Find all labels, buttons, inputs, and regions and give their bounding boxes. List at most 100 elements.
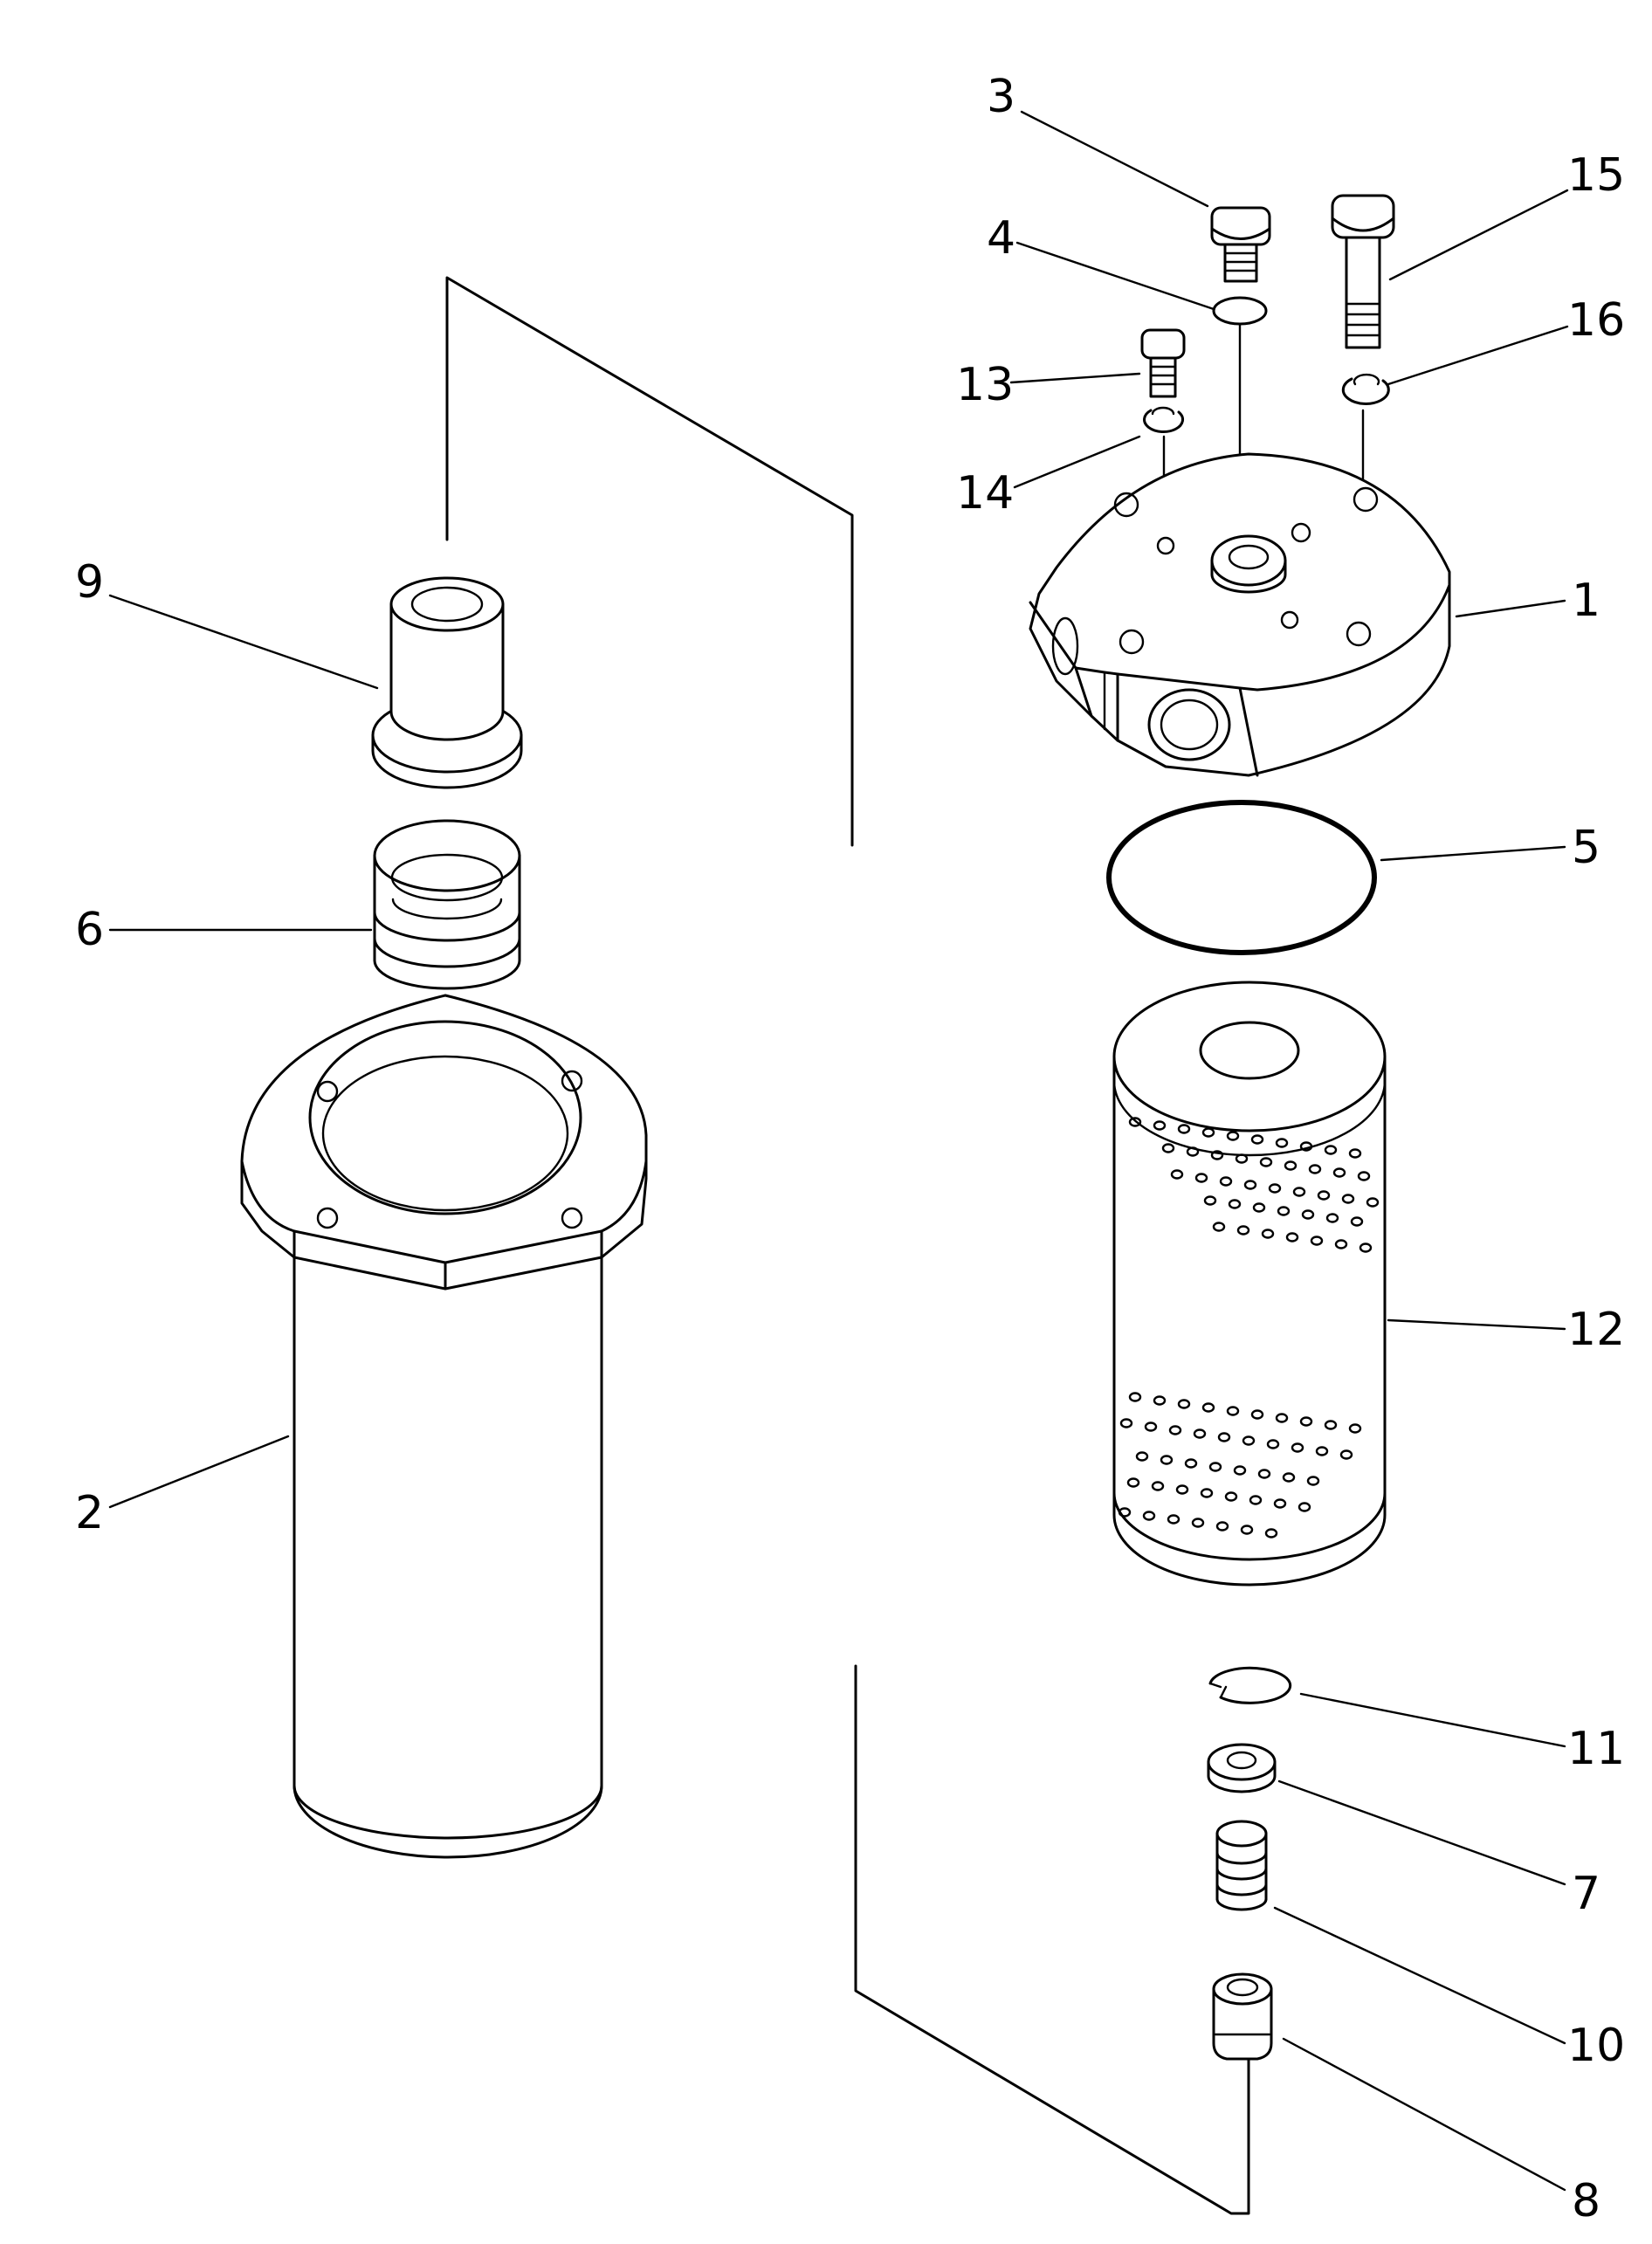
perforation-hole (1250, 1409, 1264, 1420)
perforation-hole (1160, 1455, 1174, 1465)
callout-3: 3 (987, 71, 1015, 123)
perforation-hole (1184, 1458, 1198, 1469)
perforation-hole (1212, 1222, 1226, 1232)
part-3-bolt (1210, 206, 1271, 283)
perforation-hole (1226, 1131, 1240, 1141)
perforation-hole (1350, 1216, 1364, 1227)
perforation-hole (1142, 1511, 1156, 1521)
part-10-spring (1215, 1820, 1268, 1911)
perforation-hole (1233, 1465, 1247, 1476)
perforation-hole (1359, 1242, 1373, 1253)
perforation-hole (1201, 1127, 1215, 1138)
callout-10: 10 (1567, 2020, 1625, 2072)
callout-12: 12 (1567, 1304, 1625, 1356)
perforation-hole (1282, 1472, 1296, 1483)
callout-1: 1 (1572, 575, 1600, 627)
part-5-o-ring (1106, 800, 1377, 955)
perforation-hole (1200, 1488, 1214, 1498)
perforation-hole (1285, 1232, 1299, 1242)
perforation-hole (1275, 1413, 1289, 1423)
leader-lines (108, 110, 1569, 2192)
perforation-hole (1299, 1141, 1313, 1152)
perforation-hole (1215, 1521, 1229, 1532)
callout-9: 9 (75, 556, 104, 609)
perforation-hole (1324, 1420, 1338, 1430)
perforation-hole (1126, 1477, 1140, 1488)
perforation-hole (1348, 1423, 1362, 1434)
perforation-hole (1324, 1145, 1338, 1155)
part-8-plug (1212, 1972, 1273, 2061)
perforation-hole (1275, 1138, 1289, 1148)
perforation-hole (1228, 1199, 1242, 1209)
callout-15: 15 (1567, 149, 1625, 202)
perforation-hole (1266, 1439, 1280, 1449)
perforation-hole (1264, 1528, 1278, 1538)
perforations-bottom (1118, 1392, 1362, 1538)
perforation-hole (1144, 1421, 1158, 1432)
perforation-hole (1243, 1180, 1257, 1190)
perforation-hole (1249, 1495, 1263, 1505)
perforation-hole (1242, 1435, 1256, 1446)
perforation-hole (1186, 1146, 1200, 1157)
perforation-hole (1167, 1514, 1180, 1525)
perforation-hole (1177, 1124, 1191, 1134)
perforation-hole (1208, 1462, 1222, 1472)
callout-16: 16 (1567, 294, 1625, 347)
callout-labels: 1 2 3 4 5 6 7 8 9 10 11 12 13 14 15 16 (75, 71, 1625, 2227)
perforation-hole (1177, 1399, 1191, 1409)
perforation-hole (1317, 1190, 1331, 1201)
perforation-hole (1193, 1428, 1207, 1439)
perforation-hole (1151, 1481, 1165, 1491)
assembly-bracket-lower (854, 1664, 1250, 2215)
perforation-hole (1128, 1117, 1142, 1127)
part-7-washer (1207, 1743, 1277, 1793)
perforation-hole (1348, 1148, 1362, 1159)
callout-5: 5 (1572, 822, 1600, 874)
perforation-hole (1153, 1120, 1167, 1131)
perforation-hole (1284, 1160, 1298, 1171)
perforation-hole (1201, 1402, 1215, 1413)
perforation-hole (1203, 1195, 1217, 1206)
perforation-hole (1175, 1484, 1189, 1495)
perforation-hole (1315, 1446, 1329, 1456)
part-12-filter-element (1112, 981, 1387, 1587)
perforation-hole (1277, 1206, 1291, 1216)
callout-2: 2 (75, 1487, 104, 1539)
part-15-bolt (1331, 194, 1395, 349)
perforation-hole (1135, 1451, 1149, 1462)
perforation-hole (1191, 1518, 1205, 1528)
perforation-hole (1128, 1392, 1142, 1402)
perforation-hole (1357, 1171, 1371, 1181)
perforation-hole (1194, 1173, 1208, 1183)
perforation-hole (1257, 1469, 1271, 1479)
perforation-hole (1325, 1213, 1339, 1223)
perforation-hole (1299, 1416, 1313, 1427)
perforation-hole (1341, 1194, 1355, 1204)
callout-13: 13 (956, 359, 1014, 411)
part-13-bolt (1140, 328, 1186, 398)
part-6-spring (373, 819, 521, 990)
perforation-hole (1219, 1176, 1233, 1187)
part-9-sleeve (371, 576, 523, 789)
callout-7: 7 (1572, 1868, 1600, 1920)
perforation-hole (1273, 1498, 1287, 1509)
part-2-filter-case (240, 994, 648, 1859)
perforation-hole (1268, 1183, 1282, 1194)
perforation-hole (1259, 1157, 1273, 1167)
perforation-hole (1339, 1449, 1353, 1460)
perforations-top (1128, 1117, 1380, 1253)
perforation-hole (1334, 1239, 1348, 1249)
perforation-hole (1168, 1425, 1182, 1435)
perforation-hole (1210, 1150, 1224, 1160)
perforation-hole (1170, 1169, 1184, 1180)
callout-8: 8 (1572, 2175, 1600, 2227)
perforation-hole (1217, 1432, 1231, 1442)
perforation-hole (1308, 1164, 1322, 1174)
perforation-hole (1306, 1476, 1320, 1486)
perforation-hole (1250, 1134, 1264, 1145)
callout-11: 11 (1567, 1723, 1625, 1775)
callout-6: 6 (75, 904, 104, 956)
perforation-hole (1224, 1491, 1238, 1502)
perforation-hole (1310, 1236, 1324, 1246)
